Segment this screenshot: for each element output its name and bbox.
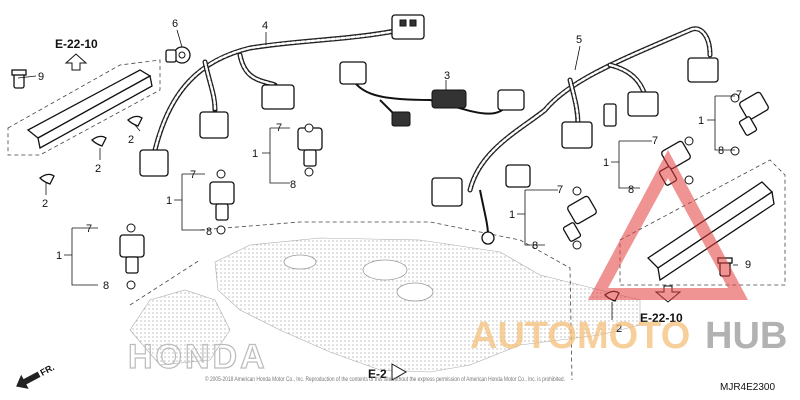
callout-2a: 2 (128, 134, 134, 146)
injector-b (209, 169, 235, 235)
callout-8f: 8 (532, 240, 538, 252)
clip-2a (127, 115, 143, 127)
callout-6: 6 (172, 18, 178, 30)
callout-8c: 8 (103, 280, 109, 292)
callout-7c: 7 (86, 223, 92, 235)
callout-7b: 7 (190, 169, 196, 181)
ref-label-e-22-10-top[interactable]: E-22-10 (55, 37, 98, 51)
injector-d (730, 91, 769, 156)
injector-a (297, 123, 323, 177)
callout-4: 4 (262, 20, 268, 32)
callout-1c: 1 (56, 250, 62, 262)
ref-label-e-22-10-bottom[interactable]: E-22-10 (640, 311, 683, 325)
callout-2b: 2 (95, 163, 101, 175)
callout-5: 5 (576, 34, 582, 46)
injector-c (119, 223, 145, 290)
callout-7d: 7 (736, 89, 742, 101)
callout-1b: 1 (166, 195, 172, 207)
front-arrow-icon (16, 371, 41, 389)
watermark-text-hub: HUB (705, 315, 787, 357)
callout-8e: 8 (628, 184, 634, 196)
leader-lines (17, 29, 738, 320)
part-code: MJR4E2300 (720, 382, 775, 393)
callout-9-right: 9 (745, 259, 751, 271)
clip-2c (39, 173, 55, 185)
callout-9-left: 9 (38, 71, 44, 83)
callout-2c: 2 (42, 198, 48, 210)
fuel-rail-left (7, 59, 161, 156)
wire-harness-4 (139, 14, 425, 177)
up-arrow-icon (64, 53, 88, 71)
callout-1d: 1 (698, 115, 704, 127)
sub-harness-3 (339, 61, 525, 127)
callout-8b: 8 (206, 226, 212, 238)
right-arrow-icon (391, 363, 408, 381)
clamp-6 (165, 46, 191, 64)
frame-assembly: HONDA (127, 221, 641, 381)
callout-1f: 1 (509, 209, 515, 221)
watermark: AUTOMOTO HUB (470, 150, 787, 357)
callout-1a: 1 (252, 148, 258, 160)
ref-label-e-2[interactable]: E-2 (368, 367, 387, 381)
ref-bottom-center[interactable]: E-2 (368, 363, 408, 381)
callout-7a: 7 (276, 122, 282, 134)
injector-f (562, 186, 597, 250)
front-label: FR. (38, 362, 55, 378)
warning-triangle-icon (588, 150, 748, 300)
callout-3: 3 (444, 70, 450, 82)
ref-top-left[interactable]: E-22-10 (55, 37, 98, 71)
callout-2d: 2 (616, 323, 622, 335)
callout-8a: 8 (290, 179, 296, 191)
honda-outline-text: HONDA (128, 338, 268, 376)
clip-2b (91, 135, 107, 147)
wire-harness-5 (431, 26, 719, 245)
front-indicator: FR. (16, 362, 56, 389)
copyright-text: © 2005-2018 American Honda Motor Co., In… (205, 376, 565, 383)
callout-8d: 8 (718, 145, 724, 157)
callout-1e: 1 (603, 157, 609, 169)
watermark-text-automoto: AUTOMOTO (470, 315, 690, 357)
callout-7f: 7 (557, 184, 563, 196)
callout-7e: 7 (652, 135, 658, 147)
